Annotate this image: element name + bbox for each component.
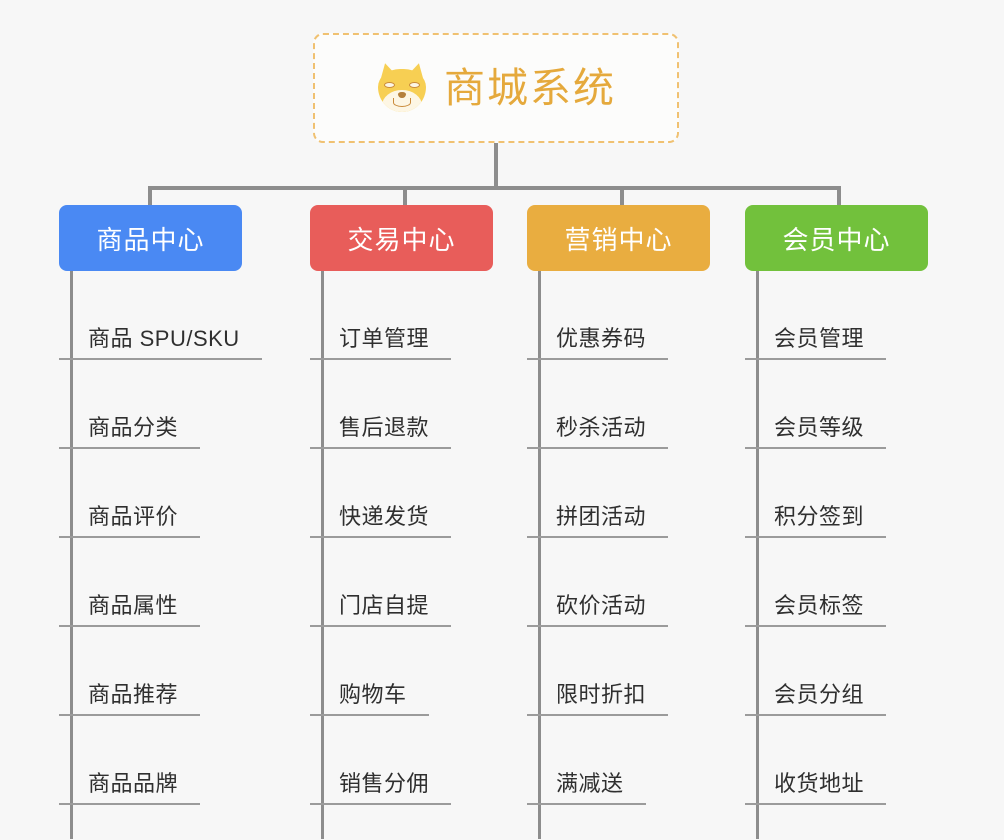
branch-trunk — [538, 271, 541, 839]
branch-header-member-center[interactable]: 会员中心 — [745, 205, 928, 271]
leaf-label: 收货地址 — [745, 766, 887, 805]
connector-drop-branch-1 — [148, 186, 152, 208]
branch-product-center: 商品中心 商品 SPU/SKU 商品分类 商品评价 商品属性 商品推荐 商品品牌 — [59, 205, 262, 839]
leaf-label: 商品品牌 — [59, 766, 201, 805]
dog-mouth-icon — [393, 98, 411, 107]
leaf-list-marketing-center: 优惠券码 秒杀活动 拼团活动 砍价活动 限时折扣 满减送 — [527, 271, 710, 805]
dog-eye-right-icon — [409, 82, 420, 88]
leaf-list-trade-center: 订单管理 售后退款 快递发货 门店自提 购物车 销售分佣 — [310, 271, 493, 805]
leaf-label: 快递发货 — [310, 499, 452, 538]
root-node[interactable]: 商城系统 — [313, 33, 679, 143]
connector-root-stem — [494, 143, 498, 190]
connector-drop-branch-4 — [837, 186, 841, 208]
leaf-label: 商品属性 — [59, 588, 201, 627]
branch-header-trade-center[interactable]: 交易中心 — [310, 205, 493, 271]
list-item[interactable]: 满减送 — [527, 716, 710, 805]
leaf-label: 秒杀活动 — [527, 410, 669, 449]
branch-trunk — [70, 271, 73, 839]
leaf-list-member-center: 会员管理 会员等级 积分签到 会员标签 会员分组 收货地址 — [745, 271, 928, 805]
list-item[interactable]: 商品评价 — [59, 449, 242, 538]
leaf-label: 积分签到 — [745, 499, 887, 538]
list-item[interactable]: 秒杀活动 — [527, 360, 710, 449]
list-item[interactable]: 拼团活动 — [527, 449, 710, 538]
connector-drop-branch-3 — [620, 186, 624, 208]
connector-drop-branch-2 — [403, 186, 407, 208]
branch-header-marketing-center[interactable]: 营销中心 — [527, 205, 710, 271]
list-item[interactable]: 门店自提 — [310, 538, 493, 627]
leaf-label: 商品推荐 — [59, 677, 201, 716]
shiba-inu-dog-face-icon — [376, 61, 428, 113]
list-item[interactable]: 收货地址 — [745, 716, 928, 805]
list-item[interactable]: 会员分组 — [745, 627, 928, 716]
branch-header-label: 交易中心 — [347, 224, 456, 255]
list-item[interactable]: 商品属性 — [59, 538, 242, 627]
connector-horizontal-bus — [148, 186, 841, 190]
branch-trunk — [321, 271, 324, 839]
leaf-label: 会员管理 — [745, 321, 887, 360]
dog-head-icon — [378, 69, 426, 112]
list-item[interactable]: 售后退款 — [310, 360, 493, 449]
leaf-label: 会员标签 — [745, 588, 887, 627]
branch-trade-center: 交易中心 订单管理 售后退款 快递发货 门店自提 购物车 销售分佣 — [310, 205, 493, 839]
leaf-label: 砍价活动 — [527, 588, 669, 627]
branch-member-center: 会员中心 会员管理 会员等级 积分签到 会员标签 会员分组 收货地址 — [745, 205, 928, 839]
list-item[interactable]: 商品 SPU/SKU — [59, 271, 262, 360]
list-item[interactable]: 会员等级 — [745, 360, 928, 449]
list-item[interactable]: 限时折扣 — [527, 627, 710, 716]
leaf-label: 满减送 — [527, 766, 646, 805]
list-item[interactable]: 商品分类 — [59, 360, 242, 449]
leaf-label: 售后退款 — [310, 410, 452, 449]
branch-header-product-center[interactable]: 商品中心 — [59, 205, 242, 271]
leaf-label: 购物车 — [310, 677, 429, 716]
root-title: 商城系统 — [444, 64, 616, 111]
dog-nose-icon — [398, 92, 406, 98]
list-item[interactable]: 购物车 — [310, 627, 493, 716]
list-item[interactable]: 优惠券码 — [527, 271, 710, 360]
list-item[interactable]: 订单管理 — [310, 271, 493, 360]
list-item[interactable]: 砍价活动 — [527, 538, 710, 627]
list-item[interactable]: 商品推荐 — [59, 627, 242, 716]
branch-trunk — [756, 271, 759, 839]
list-item[interactable]: 积分签到 — [745, 449, 928, 538]
list-item[interactable]: 商品品牌 — [59, 716, 242, 805]
list-item[interactable]: 快递发货 — [310, 449, 493, 538]
branch-marketing-center: 营销中心 优惠券码 秒杀活动 拼团活动 砍价活动 限时折扣 满减送 — [527, 205, 710, 839]
leaf-list-product-center: 商品 SPU/SKU 商品分类 商品评价 商品属性 商品推荐 商品品牌 — [59, 271, 262, 805]
leaf-label: 商品评价 — [59, 499, 201, 538]
leaf-label: 商品分类 — [59, 410, 201, 449]
list-item[interactable]: 会员管理 — [745, 271, 928, 360]
leaf-label: 限时折扣 — [527, 677, 669, 716]
list-item[interactable]: 会员标签 — [745, 538, 928, 627]
leaf-label: 会员分组 — [745, 677, 887, 716]
leaf-label: 会员等级 — [745, 410, 887, 449]
leaf-label: 拼团活动 — [527, 499, 669, 538]
leaf-label: 商品 SPU/SKU — [59, 321, 262, 360]
dog-eye-left-icon — [384, 82, 395, 88]
branch-header-label: 会员中心 — [782, 224, 891, 255]
leaf-label: 销售分佣 — [310, 766, 452, 805]
list-item[interactable]: 销售分佣 — [310, 716, 493, 805]
leaf-label: 订单管理 — [310, 321, 452, 360]
branch-header-label: 营销中心 — [564, 224, 673, 255]
leaf-label: 优惠券码 — [527, 321, 669, 360]
branch-header-label: 商品中心 — [96, 224, 205, 255]
leaf-label: 门店自提 — [310, 588, 452, 627]
